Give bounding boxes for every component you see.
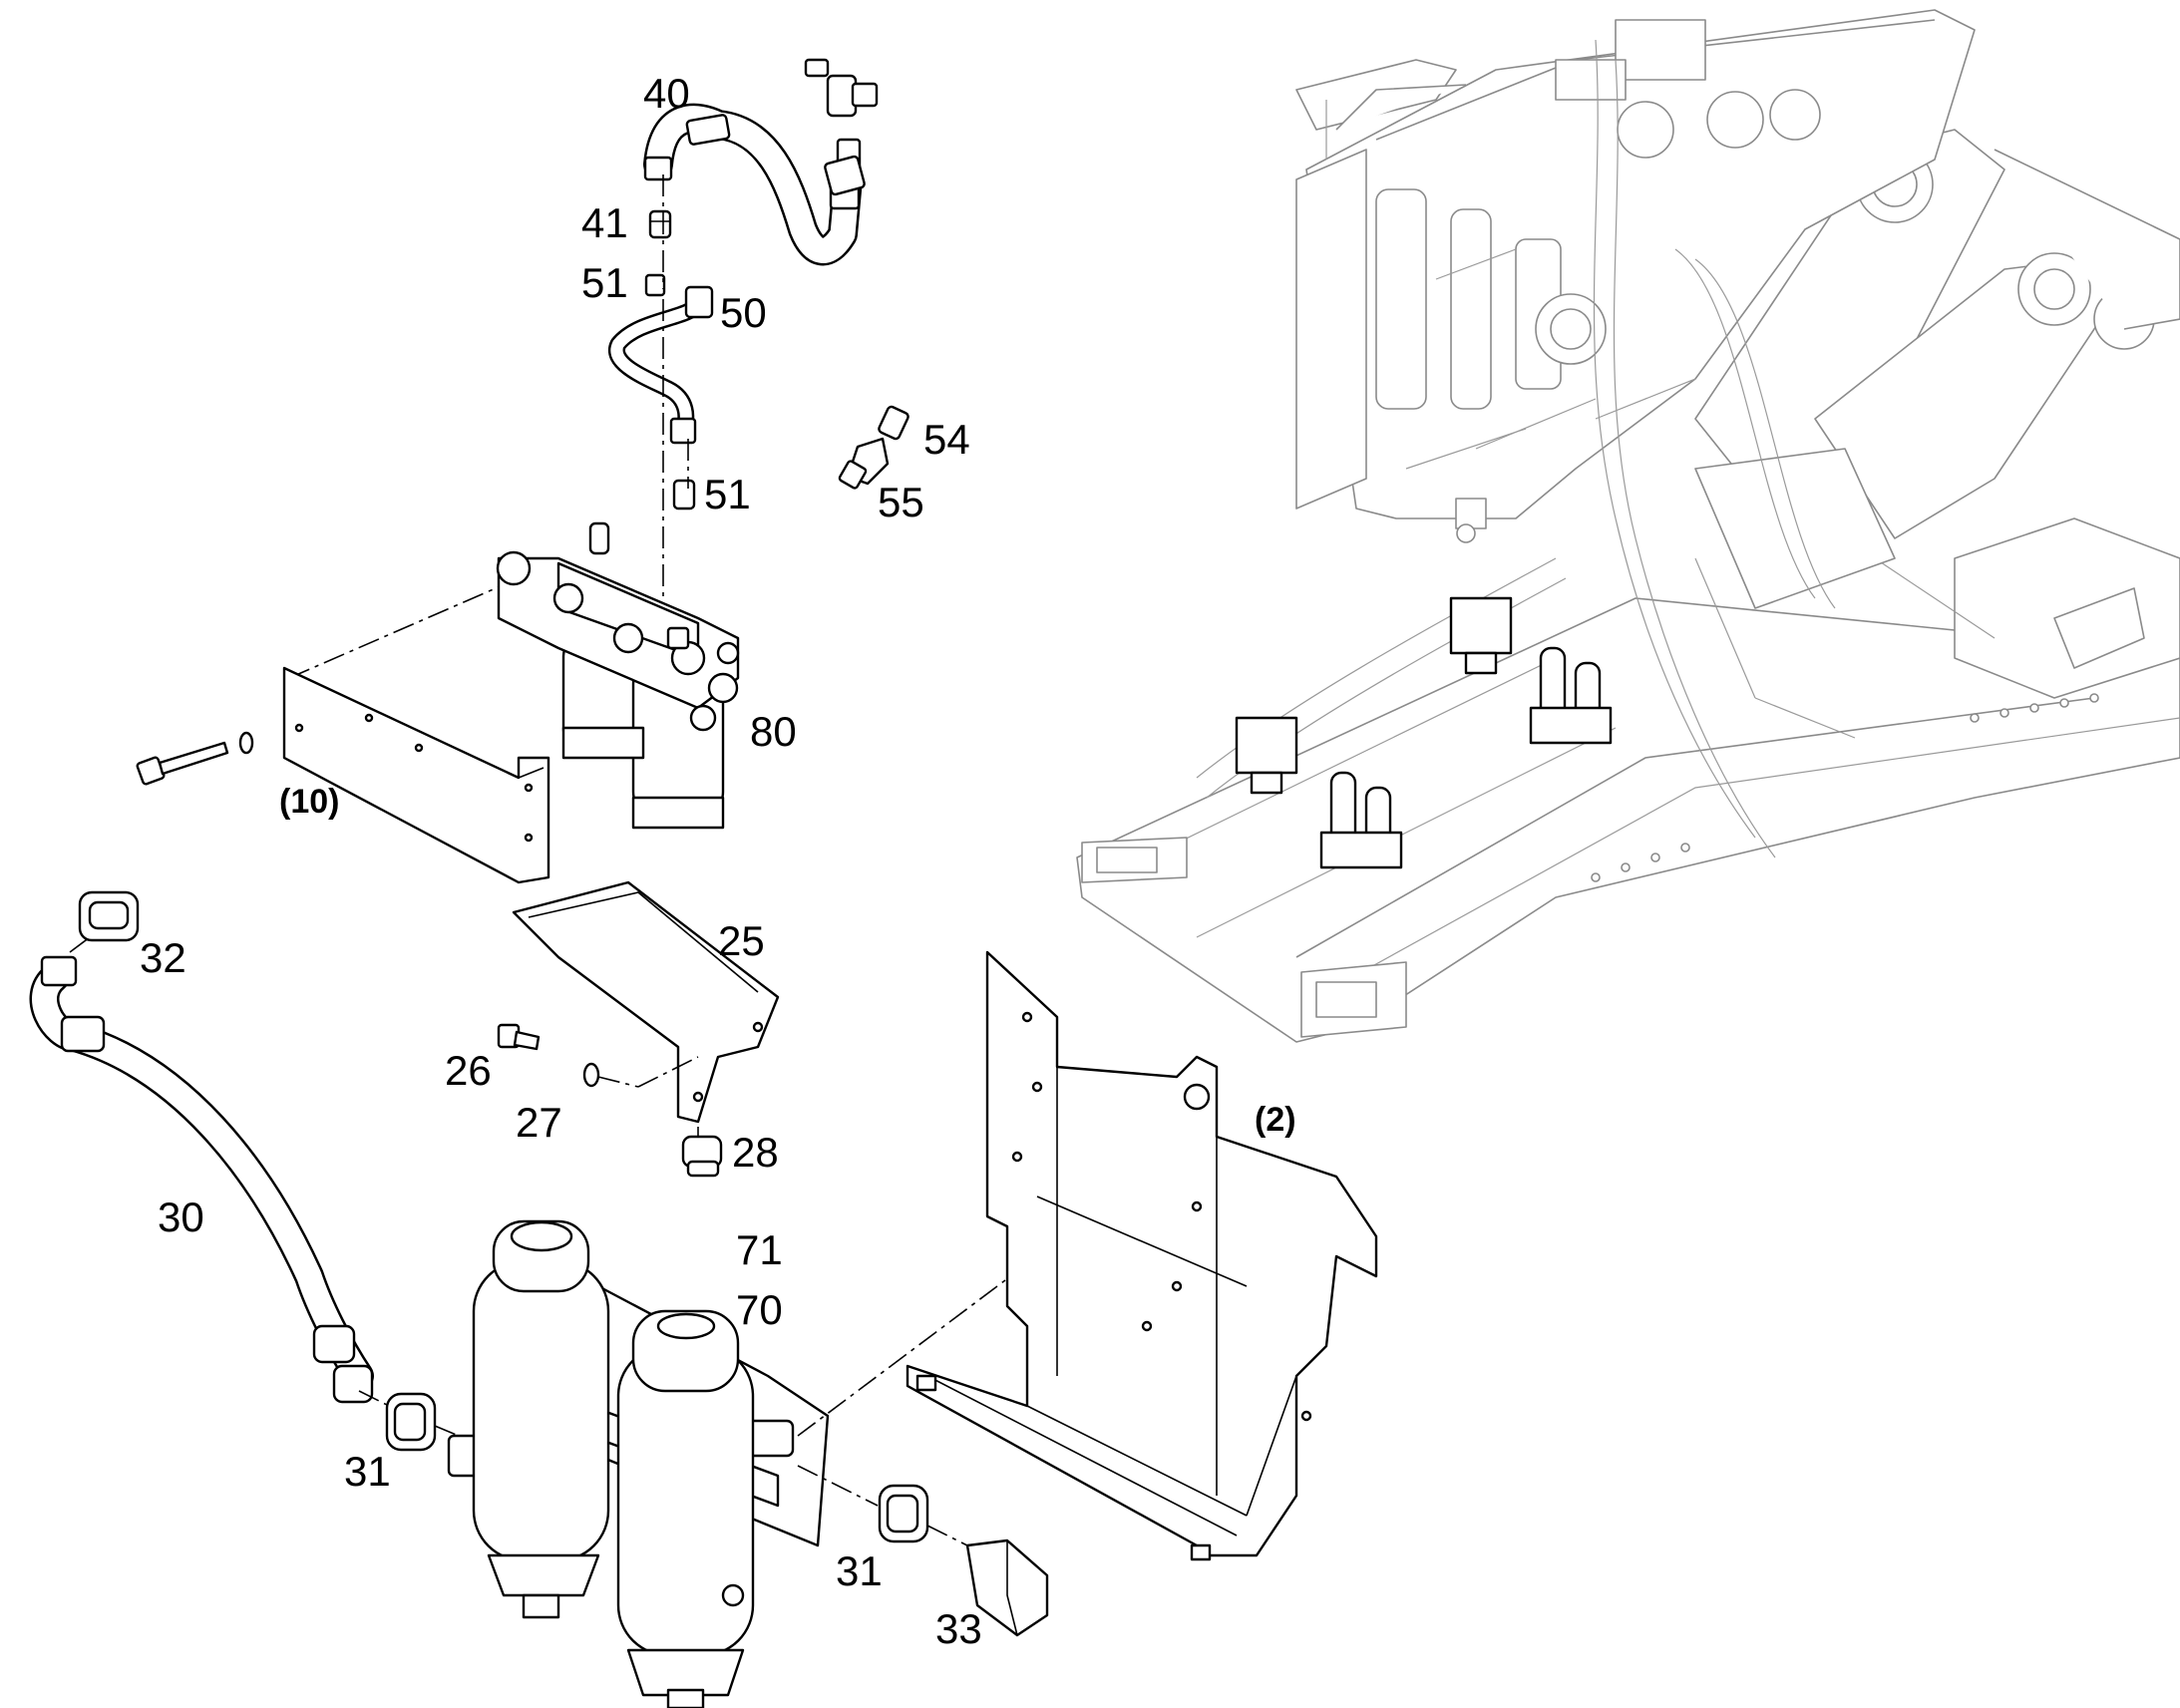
machine-frame-context bbox=[1076, 9, 2180, 1043]
callout-70: 70 bbox=[736, 1286, 783, 1333]
callout-80: 80 bbox=[750, 708, 797, 755]
callout-51-upper: 51 bbox=[581, 259, 628, 306]
fuel-filter-80 bbox=[496, 521, 740, 830]
callout-41: 41 bbox=[581, 199, 628, 246]
callout-27: 27 bbox=[516, 1099, 562, 1146]
fitting-32 bbox=[78, 890, 140, 942]
fitting-31-right bbox=[878, 1484, 929, 1543]
callout-51-lower: 51 bbox=[704, 471, 751, 517]
hose-30 bbox=[29, 955, 374, 1404]
bolt-and-washer bbox=[136, 731, 254, 786]
washer-27 bbox=[582, 1062, 600, 1088]
callout-40: 40 bbox=[643, 70, 690, 117]
cap-28 bbox=[681, 1135, 723, 1178]
callout-2: (2) bbox=[1255, 1101, 1296, 1139]
support-frame-2 bbox=[906, 950, 1378, 1561]
fitting-51-lower bbox=[672, 479, 696, 511]
fitting-41 bbox=[648, 209, 672, 239]
callout-10: (10) bbox=[279, 783, 339, 821]
callout-32: 32 bbox=[140, 934, 186, 981]
callout-71: 71 bbox=[736, 1226, 783, 1273]
callout-31-right: 31 bbox=[836, 1547, 883, 1594]
fitting-54-55 bbox=[838, 405, 909, 490]
fitting-31-left bbox=[385, 1392, 437, 1452]
filter-assembly-70-71 bbox=[447, 1219, 830, 1708]
hose-40 bbox=[643, 103, 866, 266]
callout-33: 33 bbox=[935, 1605, 982, 1652]
callout-31-left: 31 bbox=[344, 1448, 391, 1495]
bracket-10 bbox=[282, 666, 550, 884]
callout-54: 54 bbox=[923, 416, 970, 463]
callout-26: 26 bbox=[445, 1047, 492, 1094]
callout-25: 25 bbox=[718, 917, 765, 964]
callout-28: 28 bbox=[732, 1129, 779, 1176]
callout-30: 30 bbox=[158, 1194, 204, 1240]
elbow-fitting bbox=[804, 58, 879, 118]
fitting-51-upper bbox=[644, 273, 666, 297]
callout-50: 50 bbox=[720, 289, 767, 336]
bolt-26 bbox=[497, 1023, 541, 1051]
tray-25 bbox=[512, 880, 780, 1124]
hose-50 bbox=[608, 285, 714, 445]
cover-33 bbox=[965, 1538, 1049, 1637]
installed-filter-units bbox=[1235, 596, 1613, 869]
callout-55: 55 bbox=[878, 479, 924, 525]
